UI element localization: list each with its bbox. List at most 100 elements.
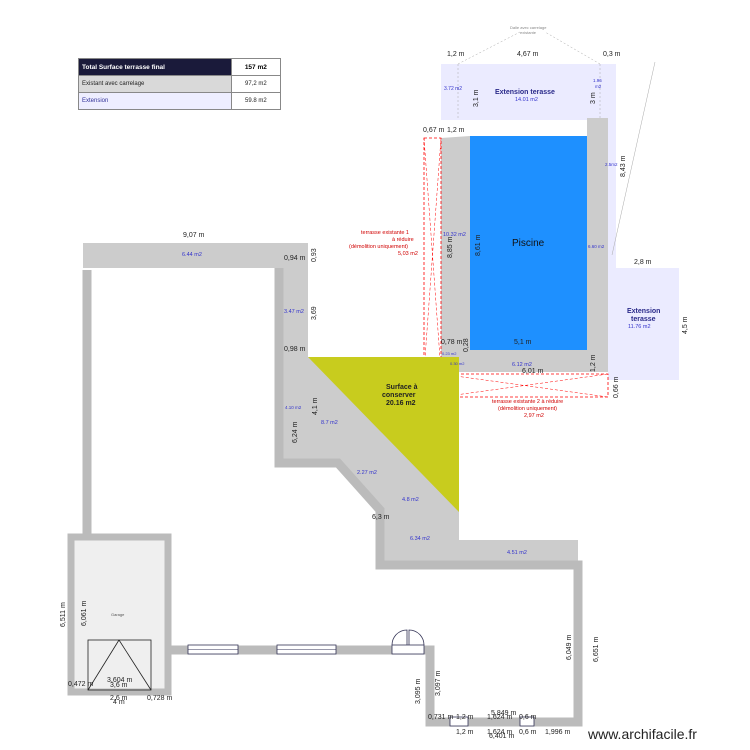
dimension-label: 2,8 m — [634, 259, 652, 266]
dimension-label: 1,996 m — [545, 729, 570, 736]
dimension-label: 5,1 m — [514, 339, 532, 346]
dimension-label: 5,849 m — [491, 710, 516, 717]
window — [187, 644, 239, 655]
dimension-label: 4,67 m — [517, 51, 539, 58]
dimension-label: 6,511 m — [60, 602, 67, 627]
keep-label-3: 20.16 m2 — [386, 400, 416, 407]
dimension-label: 6,049 m — [566, 635, 573, 660]
dimension-label: 0,728 m — [147, 695, 172, 702]
dimension-label: 0,6 m — [519, 714, 537, 721]
dimension-label: 3,6 m — [110, 682, 128, 689]
table-row-label: Existant avec carrelage — [78, 75, 232, 93]
dimension-label: 3,604 m — [107, 677, 132, 684]
dimension-label: 3,097 m — [435, 671, 442, 696]
area-label: 3.72 m2 — [444, 86, 462, 92]
ext-right-area: 11.76 m2 — [628, 324, 651, 330]
dimension-label: 4,5 m — [682, 316, 689, 334]
demolition-note-1c: (démolition uniquement) — [349, 244, 408, 250]
keep-label-1: Surface à — [386, 384, 418, 391]
garage-label: Garage — [111, 612, 125, 617]
demolition-note-1a: terrasse existante 1 — [361, 230, 409, 236]
dimension-label: 0,98 m — [284, 346, 306, 353]
watermark: www.archifacile.fr — [588, 726, 697, 742]
dimension-label: 0,731 m — [428, 714, 453, 721]
area-label: 10.32 m2 — [443, 232, 466, 238]
area-label: 4.51 m2 — [507, 550, 527, 556]
area-label: 6.34 m2 — [410, 536, 430, 542]
pool-label: Piscine — [512, 238, 545, 249]
window — [449, 716, 469, 727]
ext-top-area: 14.01 m2 — [515, 97, 538, 103]
dimension-label: 8,43 m — [620, 155, 627, 177]
dimension-label: 3,095 m — [415, 679, 422, 704]
dimension-label: 6,24 m — [292, 421, 299, 443]
dimension-label: 6,01 m — [522, 368, 544, 375]
dimension-label: 2,6 m — [110, 695, 128, 702]
dimension-label: 3 m — [590, 92, 597, 104]
garage — [67, 533, 172, 696]
keep-label-2: conserver — [382, 392, 416, 399]
dimension-label: 0,67 m — [423, 127, 445, 134]
dimension-label: 1,2 m — [590, 354, 597, 372]
note-top-2: existante — [520, 30, 537, 35]
area-label: 3.47 m2 — [284, 309, 304, 315]
dimension-label: 0,78 m — [441, 339, 463, 346]
area-label: 0.23 m2 — [442, 351, 457, 356]
area-label: 8.7 m2 — [321, 420, 338, 426]
area-label: m2 — [595, 84, 602, 89]
extension-top-zone — [441, 64, 616, 120]
window — [519, 716, 535, 727]
dimension-label: 0,3 m — [603, 51, 621, 58]
dimension-label: 1,624 m — [487, 714, 512, 721]
area-label: 6.12 m2 — [512, 362, 532, 368]
area-label: 4.10 m2 — [285, 405, 302, 410]
area-label: 4.8 m2 — [402, 497, 419, 503]
door — [391, 629, 425, 655]
demolition-note-1b: à réduire — [392, 237, 414, 243]
area-label: 1.96 — [593, 78, 602, 83]
surface-to-keep — [308, 357, 459, 512]
dimension-label: 9,07 m — [183, 232, 205, 239]
area-label: 6.44 m2 — [182, 252, 202, 258]
table-row-label: Extension — [78, 92, 232, 110]
dimension-label: 1,2 m — [456, 729, 474, 736]
area-label: 2.27 m2 — [357, 470, 377, 476]
table-row: Extension 59.8 m2 — [78, 92, 282, 110]
dimension-label: 0,94 m — [284, 255, 306, 262]
dimension-label: 0,6 m — [519, 729, 537, 736]
demolition-note-2b: (démolition uniquement) — [498, 406, 557, 412]
ext-right-label-1: Extension — [627, 308, 660, 315]
dimension-label: 1,624 m — [487, 729, 512, 736]
garage-door — [87, 639, 152, 691]
area-label: 0.30 m2 — [450, 361, 465, 366]
demolition-note-2c: 2,97 m2 — [524, 413, 544, 419]
dimension-label: 1,2 m — [447, 51, 465, 58]
pool — [470, 136, 587, 350]
dimension-label: 8,85 m — [447, 236, 454, 258]
dimension-label: 6,401 m — [489, 733, 514, 740]
ext-right-label-2: terasse — [631, 316, 656, 323]
dimension-label: 3,1 m — [473, 89, 480, 107]
dimension-label: 0,66 m — [613, 376, 620, 398]
table-row-value: 59.8 m2 — [230, 92, 282, 110]
area-label: 2.5m2 — [605, 162, 618, 167]
note-top: Dalle avec carrelage — [510, 25, 547, 30]
dimension-label: 0,93 — [311, 248, 318, 262]
table-row: Existant avec carrelage 97,2 m2 — [78, 75, 282, 93]
table-total: 157 m2 — [230, 58, 282, 76]
dimension-label: 6,3 m — [372, 514, 390, 521]
pool-surround — [441, 118, 608, 372]
extension-right-zone — [608, 268, 679, 380]
demolition-note-2a: terrasse existante 2 à réduire — [492, 399, 563, 405]
ext-top-label: Extension terasse — [495, 89, 555, 96]
demolition-zone-1 — [423, 137, 442, 373]
dimension-label: 0,472 m — [68, 681, 93, 688]
dimension-label: 6,651 m — [593, 637, 600, 662]
area-label: 6.60 m2 — [588, 244, 605, 249]
table-title: Total Surface terrasse final — [78, 58, 232, 76]
dimension-label: 6,061 m — [81, 601, 88, 626]
demolition-note-1d: 5,03 m2 — [398, 251, 418, 257]
window — [276, 644, 337, 655]
summary-table: Total Surface terrasse final 157 m2 Exis… — [78, 58, 282, 110]
